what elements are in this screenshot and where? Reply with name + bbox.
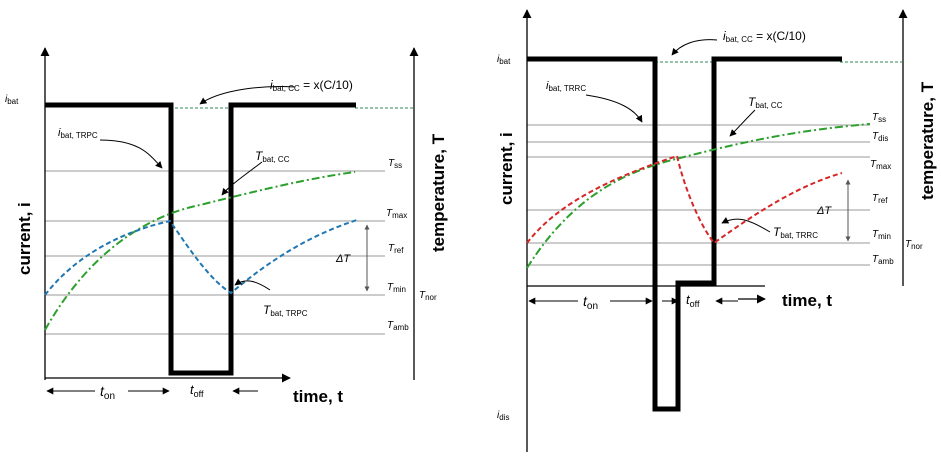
right-cc-label: ibat, CC = x(C/10)	[723, 29, 806, 44]
left-trpc-label: ibat, TRPC	[58, 127, 98, 140]
left-cc-label: ibat, CC = x(C/10)	[270, 78, 353, 93]
right-level-dis: Tdis	[872, 131, 888, 143]
right-t-on-label: ton	[583, 293, 598, 312]
right-t-off-label: toff	[686, 292, 700, 309]
left-cc-callout-arrow	[199, 86, 296, 105]
left-pulse-current	[45, 102, 356, 376]
right-temperature-axis-title: temperature, T	[918, 81, 937, 200]
right-y-axis-title: current, i	[497, 132, 516, 205]
right-tcc-callout-arrow	[729, 109, 756, 137]
right-trrc-label: ibat, TRRC	[546, 80, 586, 93]
left-t-cc-label: Tbat, CC	[255, 149, 290, 164]
right-level-min: Tmin	[872, 229, 891, 241]
right-level-nor: Tnor	[905, 239, 923, 251]
right-ttrrc-callout-arrow	[721, 217, 771, 233]
left-level-ss: Tss	[388, 158, 402, 170]
right-i-bat-label: ibat	[497, 54, 511, 66]
left-i-bat-label: ibat	[5, 94, 19, 106]
right-panel: ibat idis ibat, CC = x(C/10) ibat, TRRC …	[497, 9, 937, 452]
left-level-amb: Tamb	[387, 320, 409, 332]
left-level-max: Tmax	[386, 208, 407, 220]
left-level-nor: Tnor	[419, 290, 437, 302]
left-t-off-label: toff	[190, 382, 204, 399]
right-trrc-callout-arrow	[585, 94, 643, 123]
left-delta-t-label: ΔT	[335, 253, 351, 265]
left-tcc-callout-arrow	[221, 161, 263, 196]
left-ttrpc-callout-arrow	[234, 278, 271, 291]
right-t-cc-curve	[526, 123, 871, 269]
right-level-ref: Tref	[872, 193, 888, 205]
right-x-axis-title: time, t	[782, 291, 832, 310]
left-t-trpc-label: Tbat, TRPC	[263, 303, 308, 318]
left-y-axis-title: current, i	[15, 202, 34, 275]
left-x-axis-title: time, t	[293, 387, 343, 406]
left-level-min: Tmin	[387, 282, 406, 294]
left-trpc-callout-arrow	[99, 139, 163, 169]
right-t-trrc-curve	[526, 154, 843, 245]
left-t-on-label: ton	[100, 383, 115, 402]
right-level-amb: Tamb	[872, 254, 894, 266]
right-t-trrc-label: Tbat, TRRC	[773, 225, 818, 240]
right-delta-t-label: ΔT	[816, 205, 832, 217]
left-t-cc-curve	[44, 171, 356, 331]
right-level-labels: Tss Tdis Tmax Tref Tmin Tnor Tamb	[870, 112, 923, 266]
right-cc-callout-arrow	[671, 39, 718, 56]
right-level-ss: Tss	[872, 112, 886, 124]
left-level-labels: Tss Tmax Tref Tmin Tnor Tamb	[386, 158, 437, 332]
left-t-trpc-curve	[44, 219, 358, 296]
right-level-max: Tmax	[870, 159, 891, 171]
left-panel: ibat ibat, CC = x(C/10) ibat, TRPC Tbat,…	[5, 47, 448, 406]
left-level-ref: Tref	[388, 243, 404, 255]
left-temperature-axis-title: temperature, T	[429, 133, 448, 252]
right-t-cc-label: Tbat, CC	[748, 95, 783, 110]
right-i-dis-label: idis	[497, 410, 509, 422]
right-pulse-current	[527, 56, 842, 412]
